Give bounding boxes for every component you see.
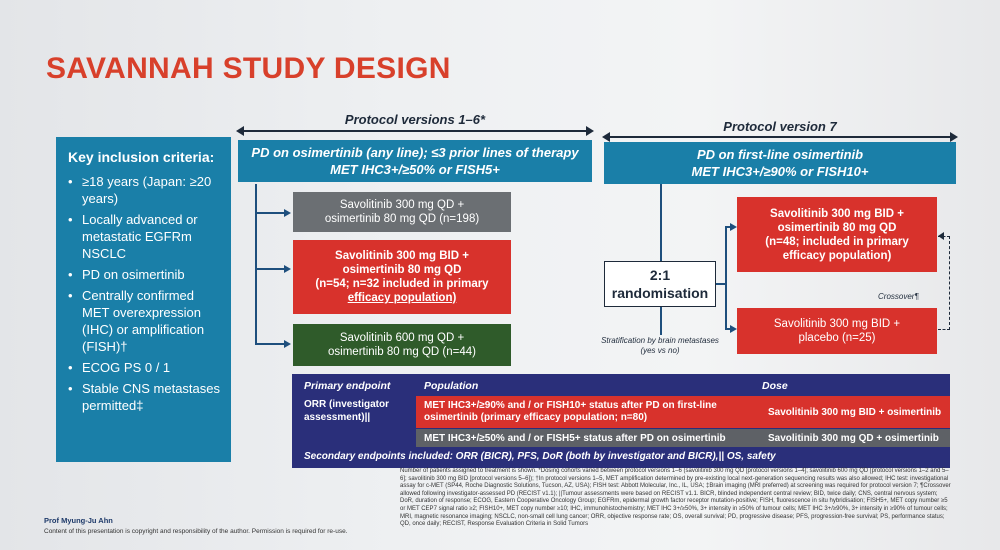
arm-text: (n=48; included in primary [765, 235, 909, 248]
right-protocol-header: PD on first-line osimertinib MET IHC3+/≥… [604, 142, 956, 184]
arm-text: Savolitinib 300 mg BID + [773, 318, 901, 330]
randomisation-label: randomisation [611, 285, 709, 301]
arrow-right-head [586, 126, 594, 136]
copyright-notice: Content of this presentation is copyrigh… [44, 528, 348, 535]
arm-savolitinib-300qd: Savolitinib 300 mg QD + osimertinib 80 m… [293, 192, 511, 232]
endpoint-row-1: MET IHC3+/≥90% and / or FISH10+ status a… [416, 396, 950, 428]
arrow-left-head [602, 132, 610, 142]
crossover-bracket [938, 236, 950, 330]
protocol-right-label: Protocol version 7 [723, 119, 837, 134]
arrow-right-arm1 [730, 223, 737, 231]
connector-right-arm1 [725, 226, 731, 228]
right-header-line1: PD on first-line osimertinib [696, 147, 864, 162]
protocol-right-arrow [602, 132, 958, 142]
dose-header: Dose [762, 380, 788, 392]
footnote: Number of patients assigned to treatment… [400, 468, 951, 528]
protocol-left-arrow [236, 126, 594, 136]
author-name: Prof Myung-Ju Ahn [44, 516, 113, 525]
randomisation-box: 2:1 randomisation [604, 261, 716, 307]
left-protocol-header: PD on osimertinib (any line); ≤3 prior l… [238, 140, 592, 182]
stratification-note: Stratification by brain metastases (yes … [601, 336, 719, 355]
connector-right-arm2 [725, 328, 731, 330]
arrow-arm3 [284, 340, 291, 348]
arm-savolitinib-300bid-placebo: Savolitinib 300 mg BID + placebo (n=25) [737, 308, 937, 354]
left-header-line1: PD on osimertinib (any line); ≤3 prior l… [251, 145, 579, 160]
arrow-arm2 [284, 265, 291, 273]
inclusion-item: Centrally confirmed MET overexpression (… [68, 287, 221, 355]
population-header: Population [424, 380, 479, 392]
endpoint-dose: Savolitinib 300 mg BID + osimertinib [768, 406, 942, 418]
inclusion-item: ≥18 years (Japan: ≥20 years) [68, 173, 221, 207]
arm-text: Savolitinib 600 mg QD + [339, 332, 465, 344]
arrow-right-head [950, 132, 958, 142]
arrow-right-arm2 [730, 325, 737, 333]
arm-text: placebo (n=25) [798, 332, 876, 344]
left-connector-vertical [255, 184, 257, 345]
arrow-arm1 [284, 209, 291, 217]
arm-text: osimertinib 80 mg QD [342, 264, 462, 276]
inclusion-list: ≥18 years (Japan: ≥20 years) Locally adv… [68, 173, 221, 414]
connector-right-vertical [725, 226, 727, 329]
connector-rand-split [716, 283, 726, 285]
connector-arm1 [255, 212, 285, 214]
arrow-left-head [236, 126, 244, 136]
right-header-line2: MET IHC3+/≥90% or FISH10+ [691, 164, 869, 179]
arm-text: (n=54; n=32 included in primary [315, 278, 489, 290]
arm-text: Savolitinib 300 mg QD + [339, 199, 465, 211]
arm-text: efficacy population) [782, 249, 892, 262]
slide-title: SAVANNAH STUDY DESIGN [46, 52, 451, 85]
crossover-arrow-head [938, 232, 944, 240]
endpoint-population: MET IHC3+/≥50% and / or FISH5+ status af… [424, 432, 726, 444]
connector-arm2 [255, 268, 285, 270]
inclusion-criteria-panel: Key inclusion criteria: ≥18 years (Japan… [56, 137, 231, 462]
endpoint-row-2: MET IHC3+/≥50% and / or FISH5+ status af… [416, 429, 950, 447]
arm-text: Savolitinib 300 mg BID + [335, 250, 469, 262]
connector-rand-strat [660, 307, 662, 335]
arm-savolitinib-300bid: Savolitinib 300 mg BID + osimertinib 80 … [293, 240, 511, 314]
inclusion-item: Stable CNS metastases permitted‡ [68, 380, 221, 414]
arm-savolitinib-300bid-osimertinib: Savolitinib 300 mg BID + osimertinib 80 … [737, 197, 937, 272]
inclusion-item: PD on osimertinib [68, 266, 221, 283]
arm-text: efficacy population) [347, 292, 457, 304]
connector-header-rand [660, 184, 662, 261]
randomisation-ratio: 2:1 [649, 267, 671, 283]
primary-endpoint-header: Primary endpoint [304, 380, 391, 392]
arm-savolitinib-600qd: Savolitinib 600 mg QD + osimertinib 80 m… [293, 324, 511, 366]
connector-arm3 [255, 343, 285, 345]
inclusion-item: ECOG PS 0 / 1 [68, 359, 221, 376]
endpoint-population: MET IHC3+/≥90% and / or FISH10+ status a… [424, 400, 717, 423]
crossover-label: Crossover¶ [878, 292, 919, 301]
arm-text: osimertinib 80 mg QD (n=44) [328, 346, 476, 358]
endpoints-table: Primary endpoint Population Dose ORR (in… [292, 374, 950, 468]
left-header-line2: MET IHC3+/≥50% or FISH5+ [330, 162, 500, 177]
arm-text: osimertinib 80 mg QD [777, 221, 897, 234]
secondary-endpoints: Secondary endpoints included: ORR (BICR)… [304, 451, 776, 462]
arm-text: Savolitinib 300 mg BID + [770, 207, 904, 220]
primary-endpoint-value: ORR (investigator assessment)|| [304, 399, 390, 423]
arm-text: osimertinib 80 mg QD (n=198) [324, 213, 480, 225]
endpoint-dose: Savolitinib 300 mg QD + osimertinib [768, 432, 939, 444]
inclusion-heading: Key inclusion criteria: [68, 149, 215, 165]
protocol-left-label: Protocol versions 1–6* [344, 112, 486, 127]
inclusion-item: Locally advanced or metastatic EGFRm NSC… [68, 211, 221, 262]
